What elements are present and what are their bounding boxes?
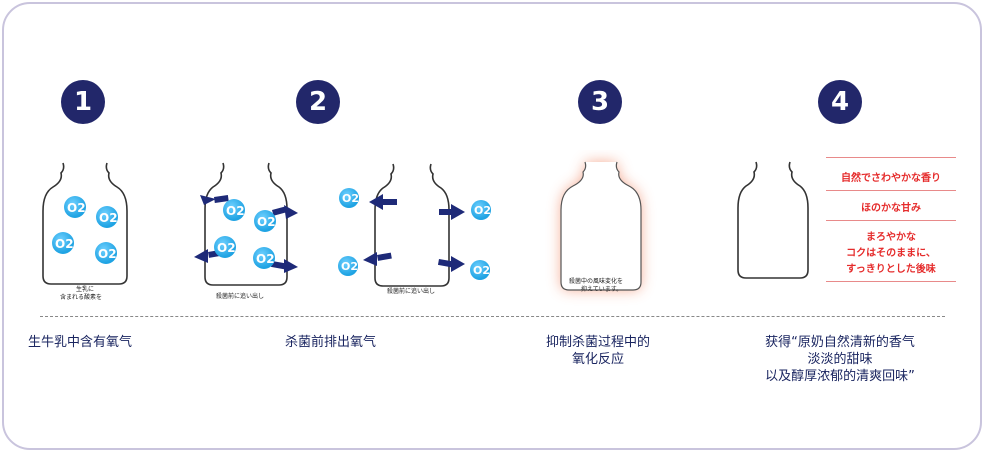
o2-bubble: O2 [253, 247, 275, 269]
step-4-number: 4 [818, 80, 862, 124]
bottle-note: 殺菌中の風味変化を [569, 277, 623, 285]
benefit-richness-2: コクはそのままに、 [846, 248, 936, 259]
step-3-bottle-illustration: 殺菌中の風味変化を 抑えています。 [560, 161, 642, 293]
bottle-note: 生乳に [76, 285, 94, 293]
caption-line: 获得“原奶自然清新的香气 [765, 335, 915, 350]
arrow-out [194, 249, 208, 263]
benefit-divider [826, 220, 956, 221]
step-1-number: 1 [61, 80, 105, 124]
o2-bubble: O2 [96, 206, 118, 228]
arrow-out [369, 194, 383, 210]
svg-text:O2: O2 [341, 260, 358, 273]
step-2-bottle-illustration-b: O2 O2 O2 O2 殺菌前に追い出し [338, 163, 491, 295]
o2-bubble: O2 [470, 260, 490, 280]
svg-text:O2: O2 [473, 264, 490, 277]
caption-line: 淡淡的甜味 [807, 352, 873, 367]
bottle-outline [560, 161, 642, 291]
benefit-list: 自然でさわやかな香り ほのかな甘み まろやかな コクはそのままに、 すっきりとし… [826, 157, 956, 283]
arrow-out [284, 205, 298, 219]
o2-bubble: O2 [471, 200, 491, 220]
arrow-out [451, 256, 465, 272]
svg-text:O2: O2 [256, 252, 275, 266]
benefit-sweetness: ほのかな甘み [861, 203, 921, 214]
step-1-bottle-illustration: O2 O2 O2 O2 生乳に 含まれる酸素を [42, 162, 128, 301]
step-2-caption: 杀菌前排出氧气 [285, 335, 377, 350]
step-3-number: 3 [578, 80, 622, 124]
o2-bubble: O2 [339, 188, 359, 208]
o2-bubble: O2 [338, 256, 358, 276]
svg-text:O2: O2 [99, 211, 118, 225]
bottle-note: 殺菌前に追い出し [216, 292, 264, 300]
caption-line: 氧化反应 [571, 352, 624, 367]
svg-text:O2: O2 [98, 247, 117, 261]
o2-bubble: O2 [254, 210, 276, 232]
dashed-divider [40, 316, 945, 317]
caption-line: 以及醇厚浓郁的清爽回味” [765, 369, 915, 384]
step-3-caption: 抑制杀菌过程中的 氧化反应 [538, 334, 658, 368]
bottle-note: 殺菌前に追い出し [387, 287, 435, 295]
step-2-bottle-illustration-a: O2 O2 O2 O2 殺菌前に追い出し [194, 162, 298, 300]
step-4-caption: 获得“原奶自然清新的香气 淡淡的甜味 以及醇厚浓郁的清爽回味” [740, 334, 940, 385]
benefit-richness-1: まろやかな [866, 232, 916, 243]
benefit-aroma: 自然でさわやかな香り [841, 173, 941, 184]
o2-bubble: O2 [223, 199, 245, 221]
o2-bubble: O2 [64, 196, 86, 218]
svg-text:O2: O2 [474, 204, 491, 217]
arrow-out [200, 195, 216, 205]
bottle-outline [374, 163, 450, 287]
benefit-divider [826, 157, 956, 158]
arrow-out [284, 259, 298, 273]
svg-text:O2: O2 [217, 241, 236, 255]
arrow-out [451, 204, 465, 220]
benefit-aftertaste: すっきりとした後味 [846, 264, 936, 275]
svg-text:O2: O2 [342, 192, 359, 205]
svg-text:O2: O2 [55, 237, 74, 251]
svg-text:O2: O2 [257, 215, 276, 229]
arrow-out [363, 252, 377, 266]
step-1-caption: 生牛乳中含有氧气 [28, 335, 133, 350]
svg-text:O2: O2 [226, 204, 245, 218]
o2-bubble: O2 [214, 236, 236, 258]
bottle-note: 含まれる酸素を [60, 293, 102, 301]
benefit-divider [826, 190, 956, 191]
svg-text:O2: O2 [67, 201, 86, 215]
step-4-bottle-illustration [737, 161, 809, 279]
caption-line: 抑制杀菌过程中的 [545, 335, 650, 350]
o2-bubble: O2 [95, 242, 117, 264]
bottle-outline [737, 161, 809, 279]
o2-bubble: O2 [52, 232, 74, 254]
benefit-divider [826, 281, 956, 282]
bottle-note: 抑えています。 [581, 285, 622, 293]
step-2-number: 2 [296, 80, 340, 124]
